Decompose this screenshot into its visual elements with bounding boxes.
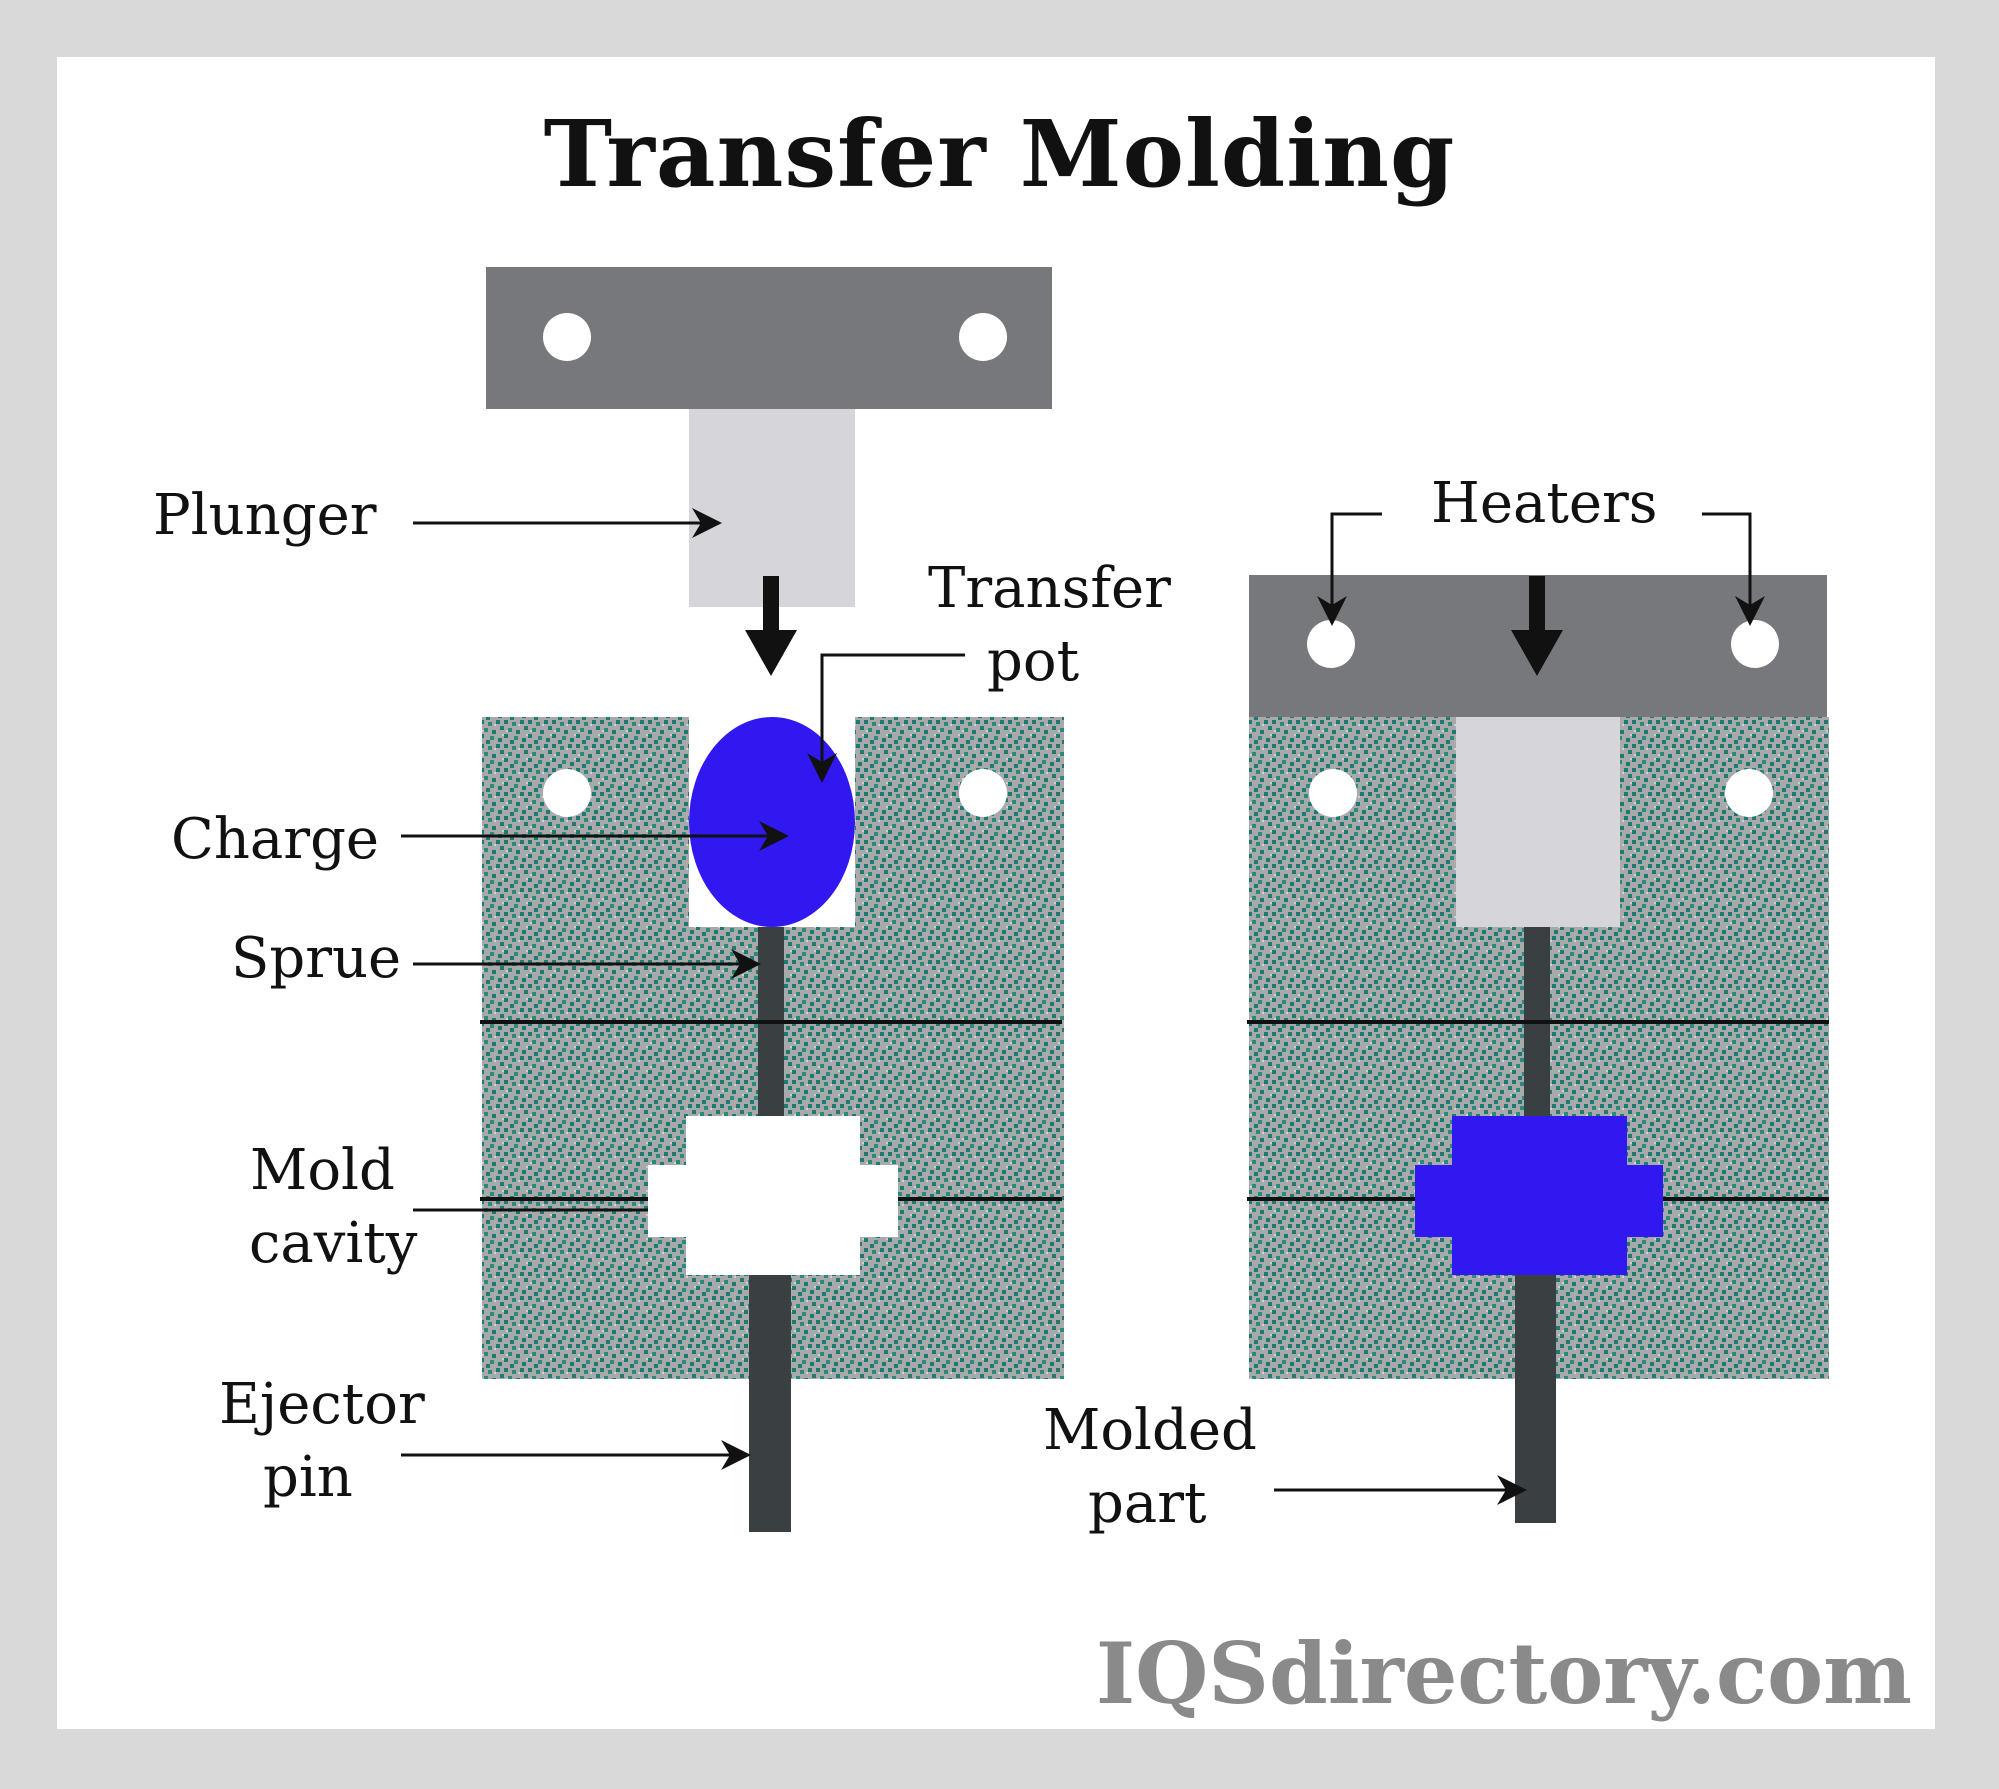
right-assembly bbox=[1247, 575, 1829, 1523]
mold-hole-left bbox=[1309, 769, 1357, 817]
label-molded-part-line2: part bbox=[1088, 1471, 1207, 1536]
heaters-leader-left bbox=[1317, 512, 1382, 626]
down-arrow-icon bbox=[1511, 630, 1563, 676]
label-mold-cavity-line2: cavity bbox=[249, 1211, 418, 1276]
molded-part bbox=[1415, 1116, 1663, 1275]
mold-hole-right bbox=[959, 769, 1007, 817]
watermark-logo: IQSdirectory.com bbox=[1096, 1624, 1912, 1723]
down-arrow-icon bbox=[745, 630, 797, 676]
heaters-leader-right bbox=[1702, 512, 1765, 626]
heater-hole-left bbox=[1307, 620, 1355, 668]
label-heaters: Heaters bbox=[1431, 471, 1658, 536]
diagram-title: Transfer Molding bbox=[543, 100, 1456, 208]
plunger-inserted bbox=[1456, 717, 1620, 927]
heater-hole-right bbox=[1731, 620, 1779, 668]
label-transfer-pot-line2: pot bbox=[987, 629, 1080, 694]
label-mold-cavity-line1: Mold bbox=[250, 1138, 395, 1203]
label-plunger: Plunger bbox=[153, 483, 377, 548]
label-ejector-pin-line2: pin bbox=[263, 1445, 353, 1510]
label-transfer-pot-line1: Transfer bbox=[928, 556, 1171, 621]
mold-hole-right bbox=[1725, 769, 1773, 817]
charge bbox=[689, 717, 855, 927]
press-plate-hole-right bbox=[959, 313, 1007, 361]
down-arrow-shaft bbox=[1529, 576, 1545, 634]
mold-hole-left bbox=[543, 769, 591, 817]
label-molded-part-line1: Molded bbox=[1043, 1398, 1257, 1463]
leader-lines bbox=[401, 508, 1765, 1505]
ejector-pin bbox=[749, 1275, 791, 1532]
transfer-pot-leader bbox=[807, 653, 965, 783]
label-sprue: Sprue bbox=[231, 926, 401, 991]
down-arrow-shaft bbox=[763, 576, 779, 634]
label-ejector-pin-line1: Ejector bbox=[219, 1372, 425, 1437]
left-assembly bbox=[480, 267, 1064, 1532]
ejector-pin bbox=[1515, 1275, 1556, 1523]
label-charge: Charge bbox=[171, 807, 379, 872]
press-plate-hole-left bbox=[543, 313, 591, 361]
mold-cavity bbox=[648, 1116, 898, 1275]
